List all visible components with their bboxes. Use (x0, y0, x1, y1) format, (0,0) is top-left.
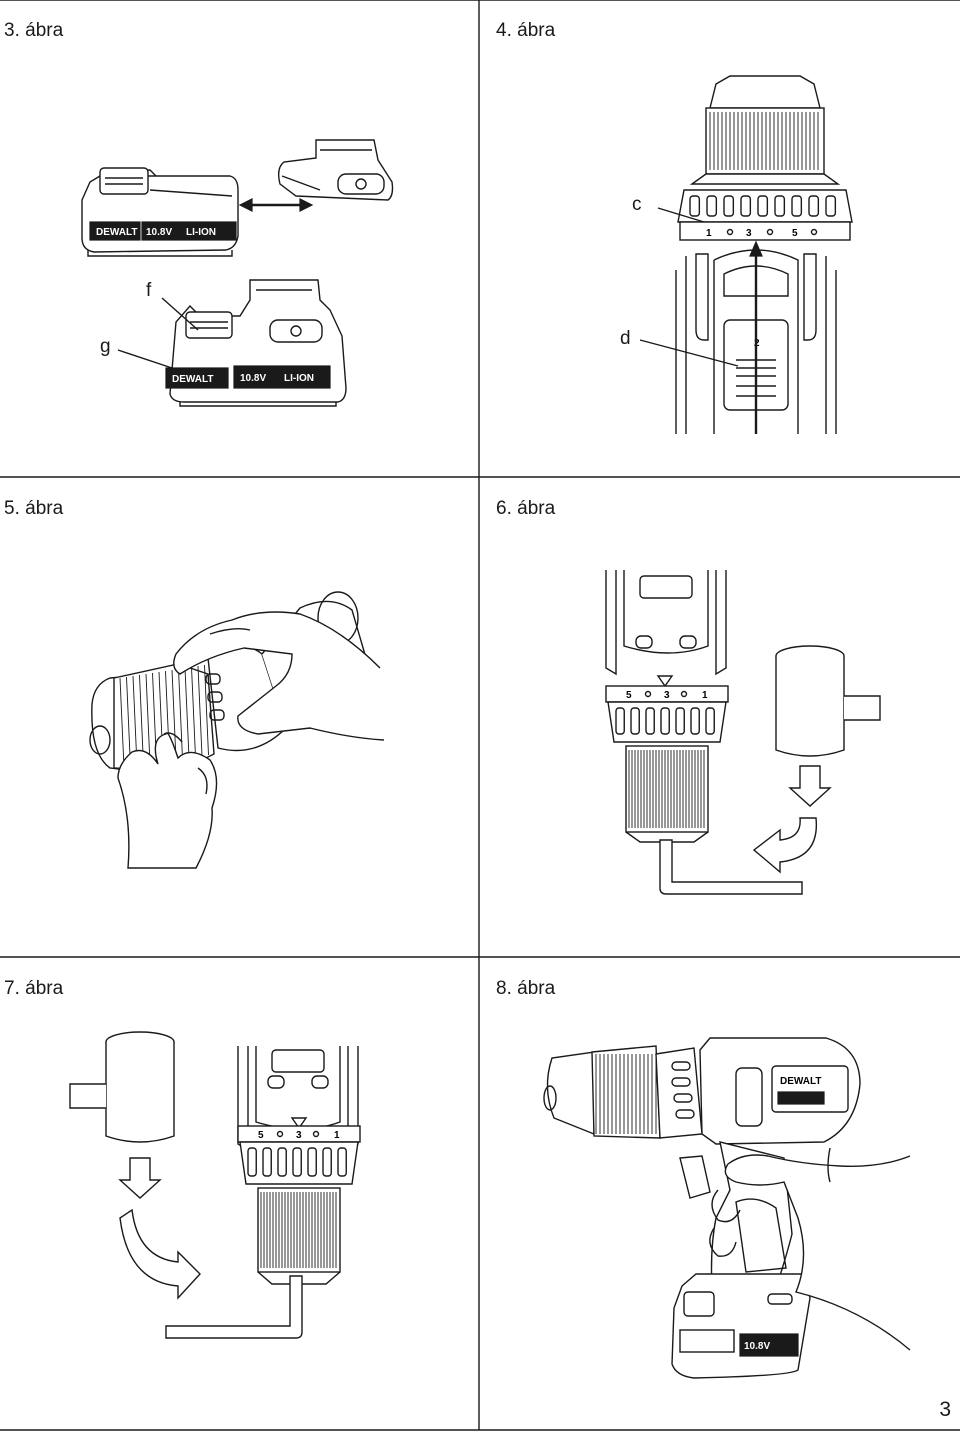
figure-label: 6. ábra (496, 498, 556, 519)
chem-text: LI-ION (284, 373, 314, 384)
drill-front-inverted: 5 3 1 (237, 1046, 361, 1285)
figure-label: 5. ábra (4, 498, 64, 519)
allen-key (165, 1275, 303, 1339)
figure-3: 3. ábra DEWALT 10.8V LI-ION (0, 0, 479, 477)
torque-collar: 1 3 5 (677, 189, 853, 241)
hand (709, 1147, 911, 1351)
curved-arrow-icon (752, 817, 818, 874)
dial-number: 5 (626, 690, 632, 701)
allen-key (659, 839, 803, 895)
voltage-text: 10.8V (240, 373, 266, 384)
figure-6: 6. ábra 5 3 1 (480, 478, 960, 957)
dial-number: 1 (706, 228, 712, 239)
chuck-removal-illustration-reverse: 5 3 1 (69, 1031, 361, 1339)
dial-number: 5 (792, 228, 798, 239)
voltage-text: 10.8V (146, 227, 172, 238)
dial-number: 3 (296, 1130, 302, 1141)
callout-c: c (632, 194, 642, 215)
page-number: 3 (939, 1398, 951, 1421)
figure-label: 7. ábra (4, 978, 64, 999)
hand-upper (173, 611, 385, 741)
chem-text: LI-ION (186, 227, 216, 238)
figure-4: 4. ábra 1 3 5 (480, 0, 960, 477)
figure-5: 5. ábra (0, 478, 479, 957)
figure-8: 8. ábra DEWALT (480, 958, 960, 1430)
figure-label: 3. ábra (4, 20, 64, 41)
dial-number: 1 (702, 690, 708, 701)
figure-label: 8. ábra (496, 978, 556, 999)
dial-number: 3 (664, 690, 670, 701)
figure-label: 4. ábra (496, 20, 556, 41)
dial-number: 3 (746, 228, 752, 239)
tool-base-upper (277, 139, 394, 201)
drill-front-inverted: 5 3 1 (605, 570, 729, 843)
mallet-icon (775, 645, 881, 757)
chuck (689, 75, 841, 185)
battery-pack-bottom: 10.8V (671, 1273, 811, 1379)
battery-pack-lower: DEWALT 10.8V LI-ION (165, 279, 347, 407)
chuck-removal-illustration: 5 3 1 (605, 570, 881, 895)
callout-d: d (620, 328, 631, 349)
chuck-hand-illustration (89, 591, 385, 869)
callout-g: g (100, 336, 111, 357)
battery-removal-illustration: DEWALT 10.8V LI-ION (81, 139, 394, 407)
tool-body: 2 (675, 240, 837, 434)
battery-pack-upper: DEWALT 10.8V LI-ION (81, 167, 239, 257)
dial-number: 1 (334, 1130, 340, 1141)
callout-f: f (146, 280, 152, 301)
brand-text: DEWALT (780, 1076, 821, 1087)
brand-text: DEWALT (172, 374, 213, 385)
mallet-icon (69, 1031, 175, 1143)
down-arrow-icon (118, 1157, 162, 1199)
down-arrow-icon (788, 765, 832, 807)
double-arrow-icon (238, 198, 314, 212)
drill-held-illustration: DEWALT 10.8V (543, 1037, 911, 1379)
curved-arrow-icon (119, 1208, 201, 1300)
hand-lower (117, 732, 218, 869)
figure-7: 7. ábra 5 3 1 (0, 958, 479, 1430)
voltage-text: 10.8V (744, 1341, 770, 1352)
dial-number: 5 (258, 1130, 264, 1141)
mode-selector-illustration: 1 3 5 2 (639, 75, 853, 434)
brand-text: DEWALT (96, 227, 137, 238)
